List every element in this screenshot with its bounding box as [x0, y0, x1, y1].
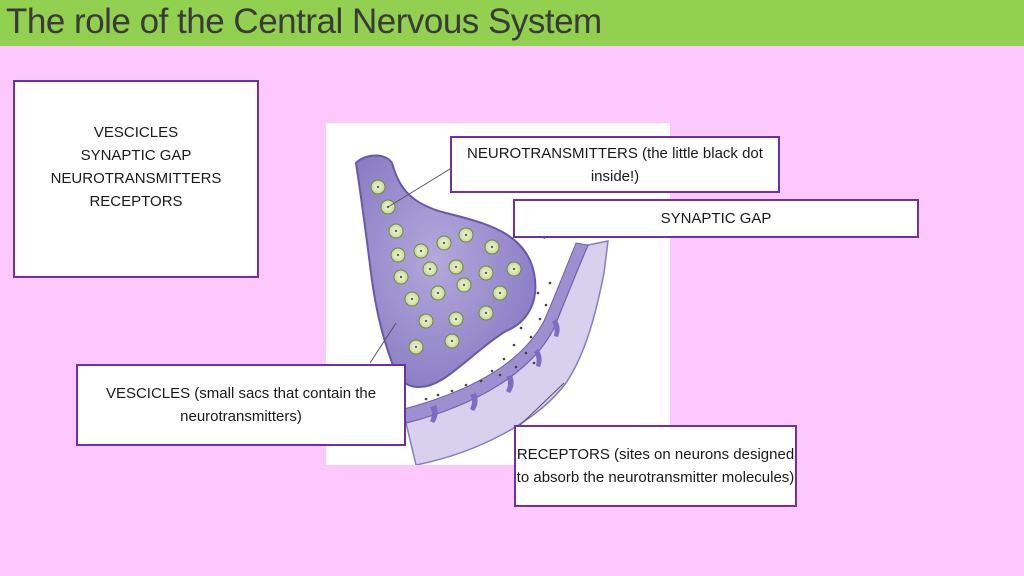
receptor-bumps — [430, 319, 560, 423]
key-term-neurotransmitters: NEUROTRANSMITTERS — [50, 170, 222, 187]
vescicles-label-text: VESCICLES (small sacs that contain the n… — [105, 385, 377, 425]
presynaptic-terminal — [354, 154, 537, 389]
neurotransmitters-label-text: NEUROTRANSMITTERS (the little black dot … — [467, 144, 763, 185]
neurotransmitters-label: NEUROTRANSMITTERS (the little black dot … — [450, 136, 780, 193]
title-bar: The role of the Central Nervous System — [0, 0, 1024, 46]
key-term-receptors: RECEPTORS — [89, 193, 183, 210]
key-terms-box: VESCICLES SYNAPTIC GAP NEUROTRANSMITTERS… — [13, 80, 259, 278]
synaptic-cleft-dots — [424, 281, 552, 401]
synapse-illustration — [354, 154, 609, 465]
key-term-vescicles: VESCICLES — [93, 124, 179, 141]
synaptic-gap-label: SYNAPTIC GAP — [513, 199, 919, 238]
vescicles-label: VESCICLES (small sacs that contain the n… — [76, 364, 406, 446]
vesicle-contents — [376, 185, 516, 349]
receptors-label-text: RECEPTORS (sites on neurons designed to … — [516, 446, 795, 486]
receptors-label: RECEPTORS (sites on neurons designed to … — [514, 425, 797, 507]
postsynaptic-band — [403, 242, 589, 424]
key-term-synaptic-gap: SYNAPTIC GAP — [80, 147, 192, 164]
slide-title: The role of the Central Nervous System — [6, 2, 602, 41]
synaptic-gap-label-text: SYNAPTIC GAP — [660, 210, 772, 227]
